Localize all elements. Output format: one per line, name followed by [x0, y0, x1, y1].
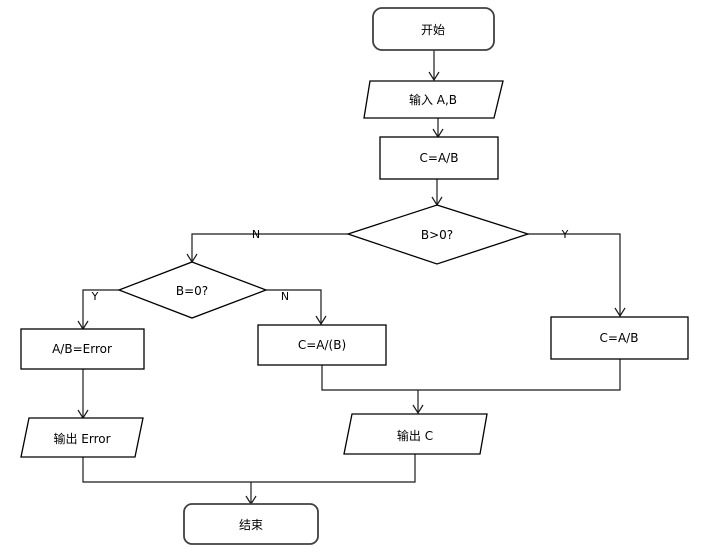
node-label: A/B=Error [52, 342, 112, 356]
node-error: A/B=Error [20, 328, 145, 370]
node-label: 输入 A,B [409, 92, 457, 107]
edge-dec2-error [82, 289, 119, 329]
node-label: 输出 C [397, 428, 433, 443]
node-label: C=A/(B) [298, 338, 346, 352]
edge-label-dec1-y: Y [561, 228, 569, 241]
process-shape [20, 328, 145, 370]
edge-dec2-calc2 [266, 289, 322, 324]
edge-dec1-calc3 [528, 233, 621, 316]
node-calc3: C=A/B [550, 316, 689, 360]
node-start: 开始 [372, 7, 495, 51]
process-shape [550, 316, 689, 360]
node-label: 输出 Error [53, 431, 110, 446]
arrow-head [428, 71, 440, 82]
node-label: B>0? [421, 228, 453, 242]
edge-merge-calc [321, 359, 621, 391]
node-out-c: 输出 C [343, 413, 488, 455]
process-shape [379, 136, 499, 180]
node-calc1: C=A/B [379, 136, 499, 180]
decision-shape [117, 261, 268, 319]
node-label: 开始 [421, 23, 445, 37]
edge-merge-out [82, 454, 416, 483]
edge-dec1-dec2 [191, 233, 348, 262]
node-dec2: B=0? [117, 261, 268, 319]
terminator-shape [183, 503, 319, 545]
node-label: C=A/B [420, 151, 459, 165]
arrow-head [412, 404, 424, 415]
arrow-head [614, 307, 626, 318]
node-end: 结束 [183, 503, 319, 545]
node-label: B=0? [176, 284, 208, 298]
terminator-shape [372, 7, 495, 51]
node-label: 结束 [239, 518, 263, 532]
node-dec1: B>0? [345, 204, 531, 265]
arrow-head [315, 315, 327, 326]
parallelogram-shape [363, 80, 504, 119]
connectors [77, 50, 626, 506]
parallelogram-shape [20, 417, 144, 458]
node-label: C=A/B [600, 331, 639, 345]
process-shape [257, 324, 387, 366]
decision-shape [345, 204, 531, 265]
edge-label-dec2-n: N [281, 290, 289, 303]
node-out-error: 输出 Error [20, 417, 144, 458]
edge-label-dec1-n: N [252, 228, 260, 241]
node-calc2: C=A/(B) [257, 324, 387, 366]
node-input: 输入 A,B [363, 80, 504, 119]
edge-label-dec2-y: Y [91, 290, 99, 303]
parallelogram-shape [343, 413, 488, 455]
